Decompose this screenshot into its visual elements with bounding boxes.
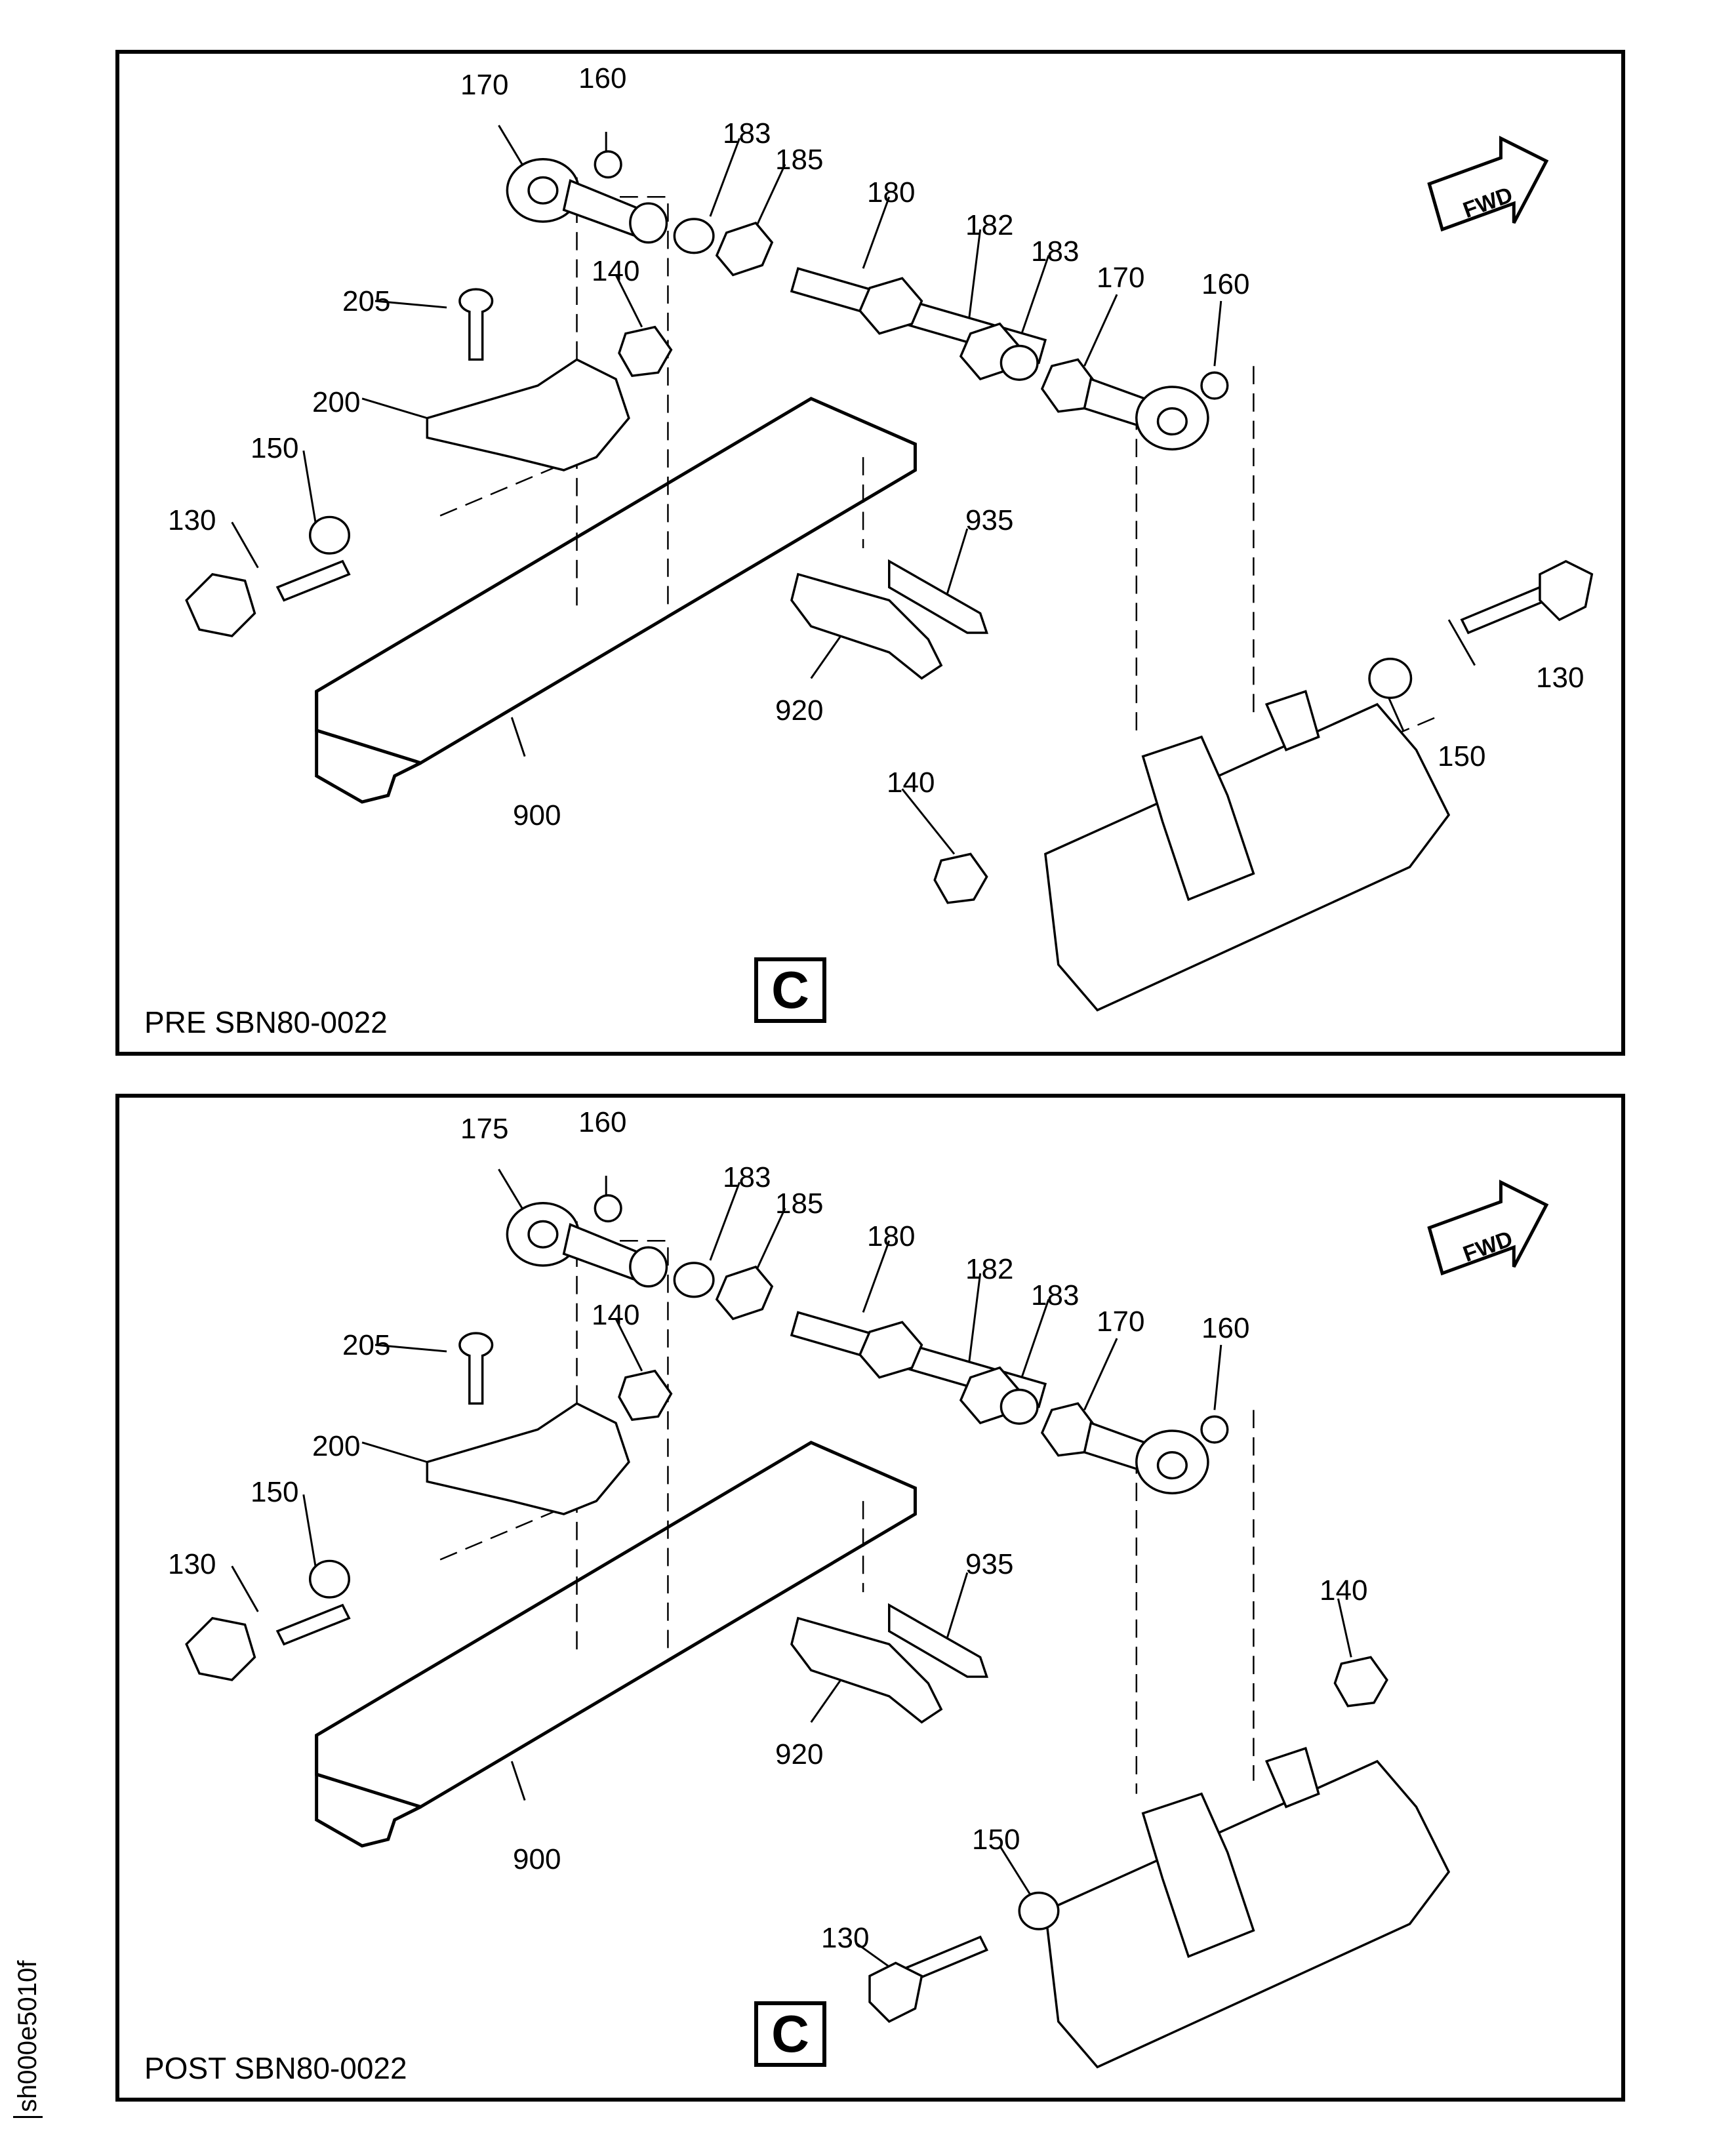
callout-130-bottom: 130: [821, 1922, 870, 1954]
rod-end-right: [1040, 1402, 1209, 1494]
nut-185: [715, 1265, 774, 1321]
callout-183-right: 183: [1031, 1279, 1080, 1311]
bolt-205: [458, 1332, 494, 1405]
callout-182: 182: [965, 209, 1014, 241]
nut-140-top: [618, 325, 673, 377]
callout-150-bottom: 150: [972, 1824, 1020, 1856]
callout-160-right: 160: [1201, 268, 1250, 300]
bolt-205: [458, 288, 494, 361]
plate-900-flange: [315, 691, 422, 804]
lock-washer-183-left: [673, 1262, 715, 1298]
callout-182: 182: [965, 1253, 1014, 1285]
callout-183-right: 183: [1031, 235, 1080, 268]
bolt-130-right: [1460, 559, 1594, 635]
plate-900: [315, 1441, 917, 1809]
bushing-150-right: [1368, 657, 1413, 699]
callout-170: 170: [460, 69, 509, 101]
lock-washer-183-right: [999, 344, 1039, 381]
callout-180: 180: [867, 176, 916, 209]
rod-end-right: [1040, 358, 1209, 450]
nut-140-top: [618, 1369, 673, 1422]
callout-140-bottom: 140: [887, 767, 935, 799]
callout-185: 185: [775, 1188, 824, 1220]
rod-end-left: [506, 1201, 668, 1288]
fwd-arrow-icon: [1427, 1179, 1549, 1276]
callout-130: 130: [168, 504, 216, 536]
clip-920: [790, 1616, 943, 1724]
callout-920: 920: [775, 694, 824, 727]
lock-washer-183-right: [999, 1388, 1039, 1425]
nut-140-bottom: [933, 852, 988, 904]
plate-900-flange: [315, 1735, 422, 1848]
lock-washer-183-left: [673, 218, 715, 254]
clip-935: [888, 1603, 989, 1678]
callout-183: 183: [723, 1161, 771, 1193]
callout-205: 205: [342, 1329, 391, 1361]
callout-150: 150: [251, 1476, 299, 1508]
tube-assembly: [1044, 690, 1451, 1012]
callout-900: 900: [513, 1843, 561, 1875]
callout-130: 130: [168, 1548, 216, 1580]
post-sbn-panel: 175 160 183 185 180 182 183 170 160 205 …: [115, 1094, 1625, 2102]
callout-185: 185: [775, 144, 824, 176]
bushing-150-bottom: [1018, 1891, 1060, 1930]
bracket-200: [426, 358, 630, 471]
side-identifier-text: sh000e5010f: [13, 1960, 43, 2118]
leader-lines: [231, 125, 1476, 855]
washer-160-right: [1200, 1415, 1229, 1444]
callout-150-right: 150: [1438, 740, 1486, 772]
pre-assembly-drawing: [185, 125, 1594, 1012]
rod-end-left: [506, 157, 668, 244]
nut-140-right: [1333, 1656, 1388, 1708]
callout-920: 920: [775, 1738, 824, 1770]
bushing-150-left: [308, 515, 351, 555]
bracket-200: [426, 1402, 630, 1515]
callout-900: 900: [513, 799, 561, 831]
bolt-130-left: [185, 1603, 351, 1681]
callout-130-right: 130: [1536, 662, 1585, 694]
plate-900: [315, 397, 917, 765]
panel-label: PRE SBN80-0022: [144, 1005, 388, 1039]
callout-183: 183: [723, 117, 771, 150]
callout-160-right: 160: [1201, 1312, 1250, 1344]
tube-assembly: [1044, 1746, 1451, 2069]
fwd-arrow-icon: [1427, 135, 1549, 232]
clip-935: [888, 559, 989, 634]
panel-label: POST SBN80-0022: [144, 2051, 407, 2085]
washer-160-right: [1200, 371, 1229, 400]
view-letter-box: C: [754, 2001, 826, 2067]
view-letter-box: C: [754, 957, 826, 1023]
callout-180: 180: [867, 1220, 916, 1252]
pre-sbn-panel: 170 160 183 185 180 182 183 170 160 205 …: [115, 50, 1625, 1056]
nut-185: [715, 221, 774, 277]
callout-150: 150: [251, 432, 299, 464]
side-identifier: sh000e5010f: [13, 1921, 52, 2131]
callout-200: 200: [312, 386, 361, 418]
bushing-150-left: [308, 1559, 350, 1599]
callout-935: 935: [965, 504, 1014, 536]
callout-935: 935: [965, 1548, 1014, 1580]
callout-200: 200: [312, 1430, 361, 1462]
callout-205: 205: [342, 285, 391, 317]
callout-160: 160: [578, 1106, 627, 1138]
callout-140: 140: [592, 1299, 640, 1331]
callout-175: 175: [460, 1113, 509, 1145]
washer-160-left: [594, 150, 622, 179]
post-assembly-drawing: [185, 1168, 1549, 2069]
washer-160-left: [594, 1194, 622, 1223]
clip-920: [790, 572, 943, 680]
callout-170-right: 170: [1097, 262, 1145, 294]
callout-140-right: 140: [1320, 1574, 1368, 1607]
callout-160: 160: [578, 62, 627, 94]
callout-140: 140: [592, 255, 640, 287]
bolt-130-left: [185, 559, 351, 637]
callout-170-right: 170: [1097, 1306, 1145, 1338]
bolt-130-bottom: [868, 1935, 988, 2024]
